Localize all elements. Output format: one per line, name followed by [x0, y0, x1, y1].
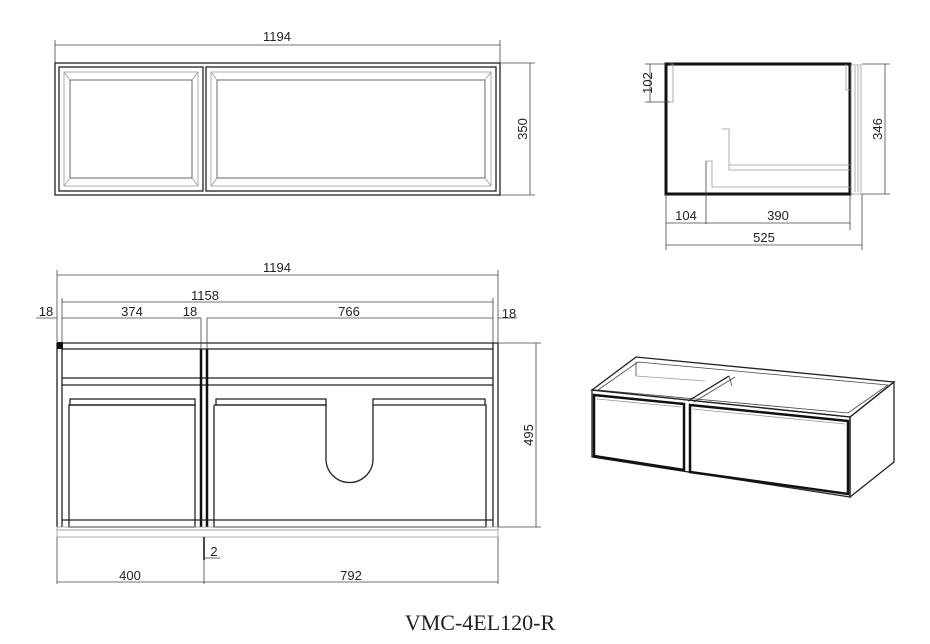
front-left-drawer-width-label: 400 — [119, 568, 141, 583]
front-right-drawer-width-label: 792 — [340, 568, 362, 583]
top-view: 1194 350 — [54, 29, 535, 196]
side-inner-depth-label: 390 — [767, 208, 789, 223]
top-width-label: 1194 — [263, 29, 291, 44]
front-height-label: 495 — [521, 424, 536, 446]
top-height-label: 350 — [515, 118, 530, 140]
front-right-panel-label: 18 — [502, 306, 516, 321]
side-left-offset-label: 104 — [675, 208, 697, 223]
front-view: 1194 1158 18 374 18 766 18 495 2 400 792 — [36, 260, 541, 584]
front-right-compartment-label: 766 — [338, 304, 360, 319]
front-inner-width-label: 1158 — [191, 288, 219, 303]
front-left-compartment-label: 374 — [121, 304, 143, 319]
front-gap-label: 2 — [210, 544, 217, 559]
side-view: 102 346 104 390 525 — [640, 62, 890, 250]
side-height-label: 346 — [870, 118, 885, 140]
side-top-offset-label: 102 — [640, 72, 655, 94]
front-left-panel-label: 18 — [39, 304, 53, 319]
front-overall-width-label: 1194 — [263, 260, 291, 275]
isometric-view — [590, 356, 896, 499]
model-title: VMC-4EL120-R — [405, 610, 556, 635]
front-divider-label: 18 — [183, 304, 197, 319]
side-depth-label: 525 — [753, 230, 775, 245]
